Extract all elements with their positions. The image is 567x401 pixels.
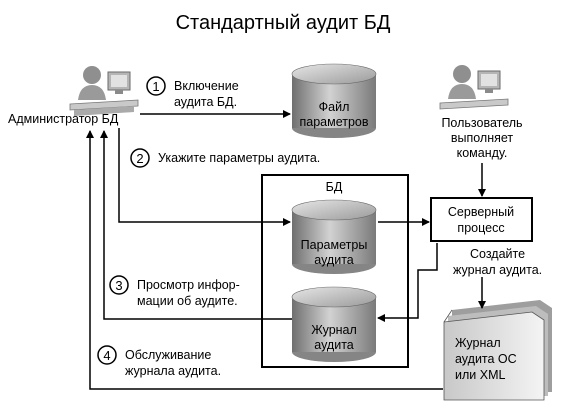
step-2-label: Укажите параметры аудита. [158, 151, 320, 165]
audit-log-label-line2: аудита [314, 338, 354, 352]
step-1-label-line1: Включение [174, 79, 239, 93]
audit-log-cylinder [291, 286, 377, 362]
audit-params-cylinder [291, 199, 377, 274]
create-log-label-line1: Создайте [470, 247, 525, 261]
user-figure-icon [439, 65, 509, 110]
user-label-line1: Пользователь [441, 116, 522, 130]
audit-params-label-line2: аудита [314, 253, 354, 267]
step-3-label-line1: Просмотр инфор- [137, 278, 240, 292]
os-log-label-line3: или XML [455, 368, 505, 382]
audit-log-label-line1: Журнал [311, 323, 357, 337]
user-label-line3: команду. [457, 146, 508, 160]
os-log-label-line2: аудита ОС [455, 352, 517, 366]
arrow-admin-to-audit-params [118, 128, 291, 226]
step-3-circle [109, 275, 129, 295]
step-1-circle [146, 76, 166, 96]
step-1-number: 1 [152, 79, 159, 94]
arrow-server-to-audit-log [377, 243, 438, 322]
step-4-number: 4 [103, 348, 110, 363]
step-4-label-line1: Обслуживание [125, 348, 211, 362]
param-file-label-line2: параметров [299, 115, 368, 129]
diagram-title: Стандартный аудит БД [176, 12, 391, 34]
server-process-box [430, 197, 533, 242]
user-label-line2: выполняет [451, 131, 514, 145]
db-box [261, 174, 409, 368]
admin-figure-icon [69, 66, 139, 116]
param-file-label-line1: Файл [319, 100, 350, 114]
os-log-document-icon [443, 300, 552, 401]
step-1-label-line2: аудита БД. [174, 95, 237, 109]
connectors [86, 110, 486, 390]
os-log-label-line1: Журнал [455, 336, 501, 350]
step-3-number: 3 [115, 278, 122, 293]
arrow-os-log-to-admin [86, 130, 443, 390]
audit-params-label-line1: Параметры [301, 238, 368, 252]
server-process-label-line2: процесс [457, 221, 504, 235]
param-file-cylinder [291, 63, 377, 138]
admin-label: Администратор БД [8, 112, 119, 126]
create-log-label-line2: журнал аудита. [453, 263, 542, 277]
server-process-label-line1: Серверный [448, 205, 514, 219]
step-3-label-line2: мации об аудите. [137, 294, 238, 308]
step-2-circle [130, 148, 150, 168]
db-box-label: БД [326, 180, 343, 194]
arrow-audit-log-to-admin [100, 130, 292, 320]
step-4-circle [97, 345, 117, 365]
step-2-number: 2 [136, 151, 143, 166]
step-4-label-line2: журнала аудита. [125, 364, 221, 378]
